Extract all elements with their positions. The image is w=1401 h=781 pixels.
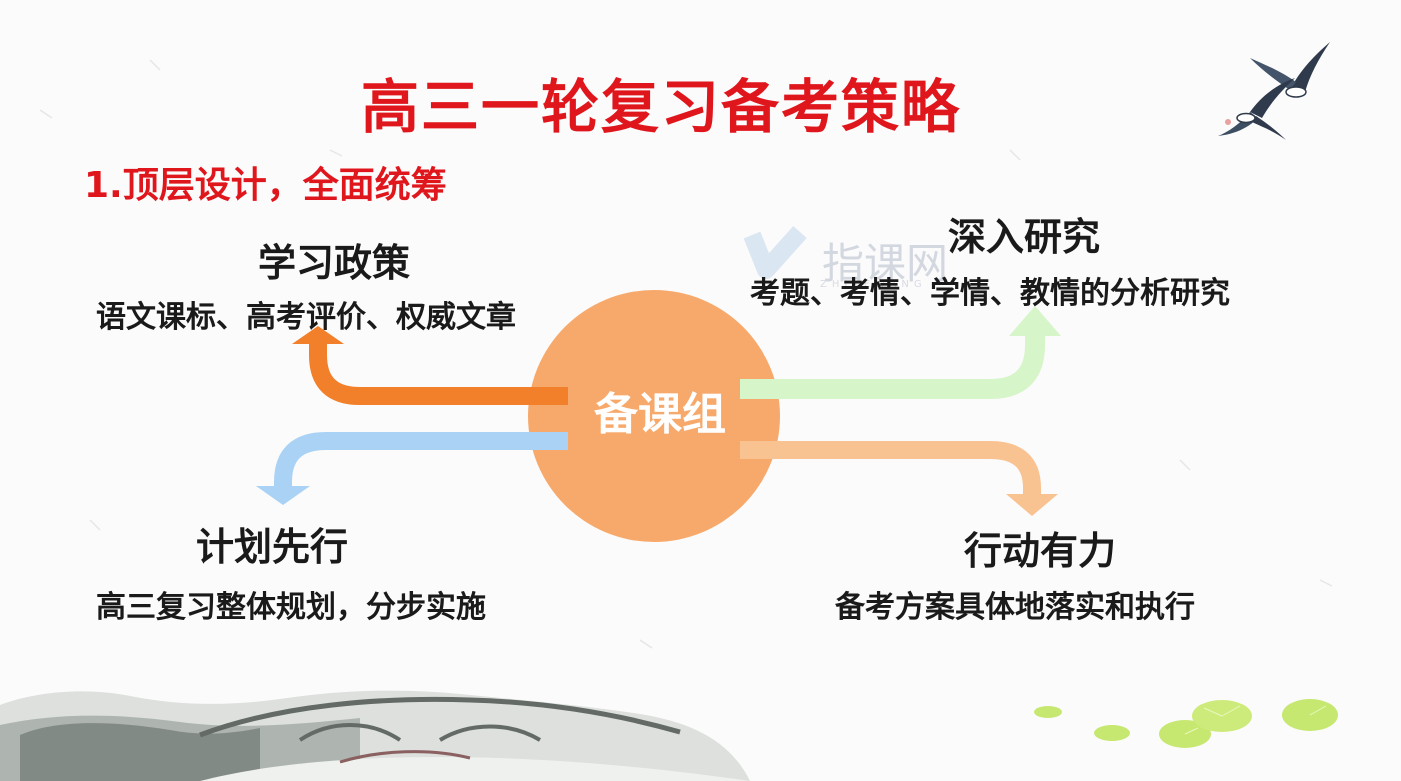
arrow-bottom-left-head <box>256 486 310 505</box>
swallow-icon <box>1250 42 1330 98</box>
lotus-leaf-decoration <box>1034 699 1338 748</box>
arrow-top-right-head <box>1009 306 1061 336</box>
arrow-top-right <box>740 336 1045 399</box>
center-label: 备课组 <box>594 389 726 440</box>
node-title-top-left: 学习政策 <box>258 241 411 285</box>
node-desc-bottom-right: 备考方案具体地落实和执行 <box>835 590 1195 625</box>
swallow-icon <box>1218 78 1295 140</box>
watermark-logo-icon <box>743 225 807 279</box>
node-desc-top-right: 考题、考情、学情、教情的分析研究 <box>750 276 1230 311</box>
node-title-bottom-right: 行动有力 <box>964 529 1117 573</box>
watermark-subtext: ZHIKEWANG <box>820 279 927 290</box>
page-title: 高三一轮复习备考策略 <box>360 73 961 141</box>
arrow-bottom-right-head <box>1006 494 1058 516</box>
arrow-top-left <box>309 344 568 405</box>
watermark-text: 指课网 <box>822 239 949 288</box>
arrow-top-left-head <box>292 326 344 344</box>
center-circle <box>528 290 780 542</box>
node-desc-top-left: 语文课标、高考评价、权威文章 <box>96 300 516 335</box>
bridge-landscape <box>0 690 750 781</box>
arrow-bottom-left <box>274 432 568 486</box>
node-title-bottom-left: 计划先行 <box>196 525 349 569</box>
section-subtitle: 1.顶层设计，全面统筹 <box>84 165 447 206</box>
node-title-top-right: 深入研究 <box>948 215 1101 259</box>
node-desc-bottom-left: 高三复习整体规划，分步实施 <box>96 590 486 625</box>
arrow-bottom-right <box>740 441 1041 494</box>
